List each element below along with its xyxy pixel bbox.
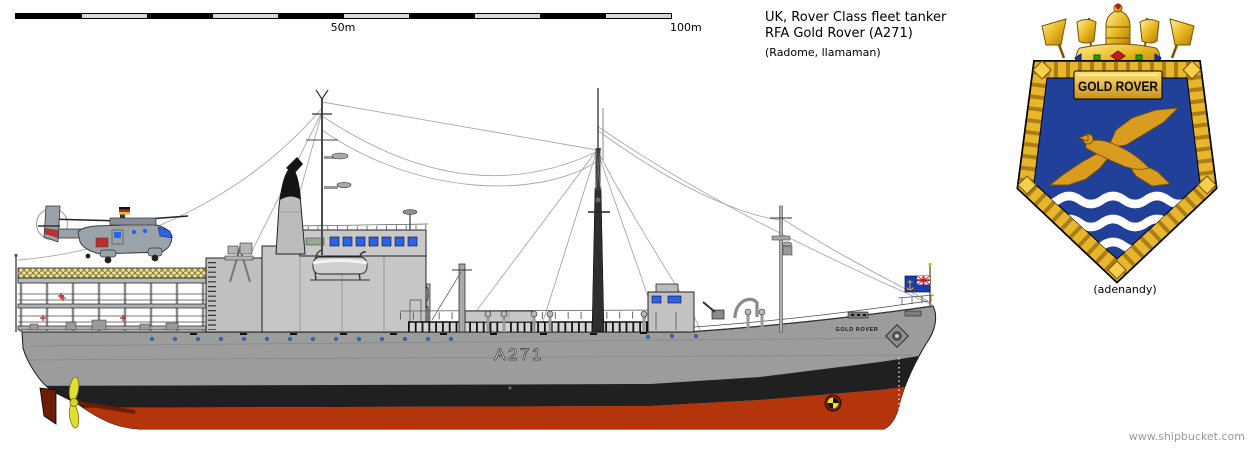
- bow-thruster-mark: [824, 394, 842, 412]
- forward-deckhouse: [647, 283, 695, 333]
- shipbucket-url[interactable]: www.shipbucket.com: [1128, 430, 1245, 443]
- main-mast: [306, 89, 352, 255]
- foremast: [770, 205, 793, 333]
- eagle: [1048, 107, 1180, 187]
- pennant-number: A271: [494, 345, 544, 364]
- scale-segment: [343, 14, 409, 18]
- bridge-windows: [329, 236, 418, 247]
- scale-segment: [474, 14, 540, 18]
- scale-segment: [147, 14, 213, 18]
- title-block: UK, Rover Class fleet tanker RFA Gold Ro…: [765, 10, 946, 59]
- funnel: [275, 157, 306, 255]
- stern-ensign-staff: [14, 253, 18, 332]
- rudder: [39, 387, 57, 425]
- scale-segment: [81, 14, 147, 18]
- underwater-hull: [22, 382, 936, 429]
- scale-bar: [15, 13, 672, 19]
- ship-class-title: UK, Rover Class fleet tanker: [765, 10, 947, 25]
- superstructure: [205, 89, 429, 333]
- hull: A271 GOLD ROVER: [21, 300, 937, 430]
- scale-label-50m: 50m: [330, 21, 356, 34]
- flight-deck: [17, 267, 215, 332]
- ship-name-title: RFA Gold Rover (A271): [765, 26, 913, 41]
- helicopter: [36, 205, 189, 264]
- hull-portholes: [150, 334, 698, 341]
- scale-segment: [212, 14, 278, 18]
- scale-segment: [16, 14, 82, 18]
- shield-field: [1033, 77, 1201, 260]
- propeller: [39, 376, 136, 429]
- artist-credit: (Radome, llamaman): [765, 46, 881, 59]
- midship-catwalk: [399, 263, 766, 333]
- rope-border: [1018, 61, 1216, 282]
- forecastle-winch: [702, 297, 759, 320]
- scale-segment: [540, 14, 606, 18]
- naval-crown: [1041, 3, 1195, 71]
- scale-segment: [278, 14, 344, 18]
- crest-banner: GOLD ROVER: [1073, 70, 1163, 100]
- bow-name: GOLD ROVER: [836, 327, 879, 333]
- rotor-head-flag: [119, 207, 130, 215]
- crest-artist-credit: (adenandy): [1093, 283, 1157, 296]
- bow-jack-flag: [904, 262, 932, 308]
- boot-topping-stripe: [22, 352, 936, 408]
- ship-profile-drawing: A271 GOLD ROVER: [14, 88, 937, 430]
- bow-rail: [897, 294, 935, 305]
- scale-segment: [409, 14, 475, 18]
- scale-segment: [605, 14, 671, 18]
- flight-deck-netting: [17, 267, 213, 279]
- crest-banner-text: GOLD ROVER: [1078, 78, 1158, 94]
- rigging-wires: [17, 101, 934, 332]
- scale-label-100m: 100m: [670, 21, 702, 34]
- kingpost-mast: [588, 88, 610, 333]
- lifeboat: [310, 249, 370, 281]
- ship-crest: GOLD ROVER: [1016, 3, 1218, 284]
